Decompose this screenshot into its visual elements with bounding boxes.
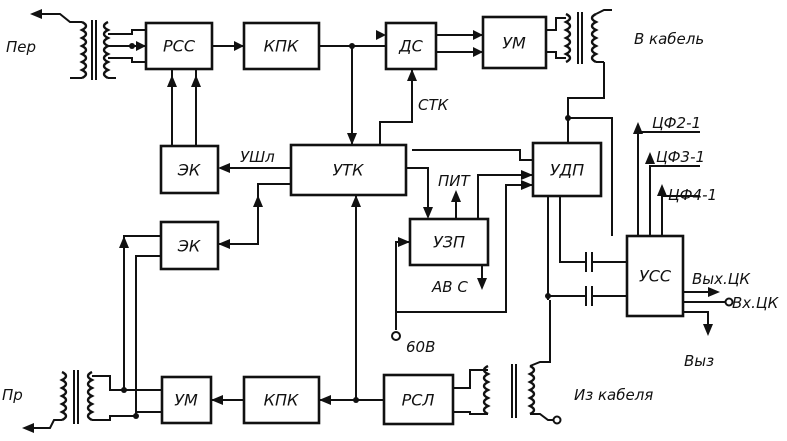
label-cf2: ЦФ2-1	[652, 114, 701, 132]
transformer-per	[36, 13, 111, 80]
block-um-top-label: УМ	[502, 34, 526, 53]
block-um-bottom	[160, 375, 213, 425]
label-from-cable: Из кабеля	[574, 386, 653, 404]
label-per: Пер	[6, 38, 36, 56]
block-ds-label: ДС	[398, 37, 424, 56]
label-pr: Пр	[2, 386, 23, 404]
block-um-bottom-label: УМ	[174, 391, 198, 410]
label-in-ck: Вх.ЦК	[732, 294, 780, 312]
label-out-ck: Вых.ЦК	[692, 270, 751, 288]
label-ushl: УШл	[240, 148, 275, 166]
label-avs: АВ С	[431, 278, 468, 296]
label-stk: СТК	[418, 96, 450, 114]
block-ek-top-label: ЭК	[177, 161, 201, 180]
block-uss-label: УСС	[639, 267, 672, 286]
label-to-cable: В кабель	[634, 30, 704, 48]
label-cf3: ЦФ3-1	[656, 148, 705, 166]
block-utk-label: УТК	[333, 161, 365, 180]
label-60v: 60В	[406, 338, 435, 356]
arrowheads	[119, 30, 720, 405]
block-rsl-label: РСЛ	[402, 391, 435, 410]
block-kpk-top-label: КПК	[264, 37, 299, 56]
block-utk	[289, 143, 408, 197]
transformer-pr	[30, 370, 95, 429]
block-ek-top	[159, 144, 220, 195]
block-ds	[384, 21, 438, 71]
terminal-in-ck	[724, 297, 734, 307]
block-udp-label: УДП	[550, 161, 584, 180]
terminal-60v	[391, 331, 401, 341]
label-pit: ПИТ	[438, 172, 472, 190]
label-cf4: ЦФ4-1	[668, 186, 717, 204]
block-uss	[625, 234, 685, 318]
label-vyz: Выз	[684, 352, 714, 370]
arrow-pr-out	[22, 423, 34, 433]
block-kpk-top	[242, 21, 321, 71]
transformer-from-cable	[482, 300, 556, 421]
connections	[92, 17, 726, 421]
block-kpk-bottom	[242, 375, 321, 425]
block-uzp-label: УЗП	[433, 233, 465, 252]
block-kpk-bottom-label: КПК	[264, 391, 299, 410]
arrow-per-in	[30, 9, 42, 19]
block-ek-bottom	[159, 220, 220, 271]
transformer-to-cable	[563, 9, 612, 64]
junctions	[121, 43, 571, 419]
block-ek-bottom-label: ЭК	[177, 237, 201, 256]
block-rss-label: РСС	[163, 37, 196, 56]
block-um-top	[481, 15, 548, 70]
block-uzp	[408, 217, 490, 267]
terminal-from-cable	[552, 415, 562, 425]
